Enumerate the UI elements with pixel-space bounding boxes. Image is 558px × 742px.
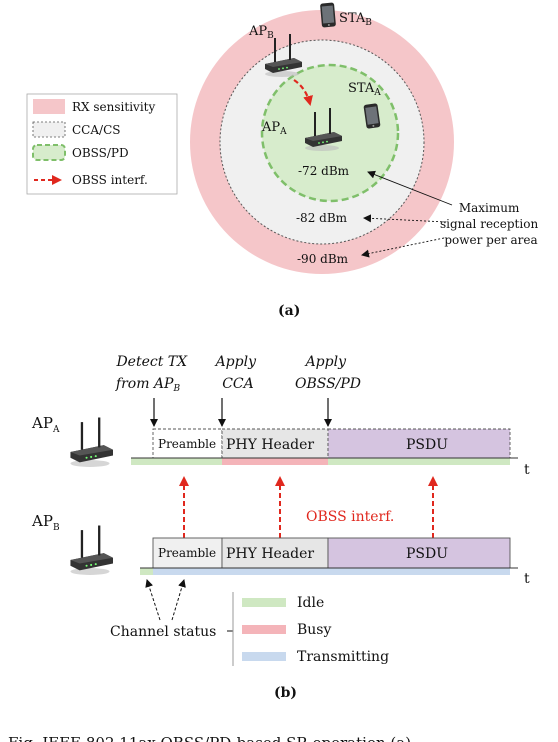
ap-b-psdu — [327, 537, 511, 569]
channel-status-label: Channel status — [110, 624, 216, 640]
event-detect-tx: Detect TX from APB — [115, 354, 192, 394]
legend: RX sensitivity CCA/CS OBSS/PD OBSS inter… — [26, 93, 178, 195]
note-pointer-middle — [363, 214, 447, 223]
level-middle: -82 dBm — [296, 211, 348, 225]
event-apply-obss-pd: Apply OBSS/PD — [295, 354, 361, 392]
legend-rx-swatch — [33, 99, 65, 114]
ap-b-phy-header-label: PHY Header — [226, 546, 314, 562]
caption-b: (b) — [274, 685, 297, 701]
obss-interference-arrow — [293, 79, 313, 106]
ap-a-preamble-label: Preamble — [158, 437, 216, 451]
sta-a-label: STAA — [348, 81, 381, 98]
ap-b-psdu-label: PSDU — [406, 546, 448, 562]
ap-b-timeline-label: APB — [31, 512, 60, 533]
ap-a-status-busy — [222, 458, 328, 465]
level-outer: -90 dBm — [297, 252, 349, 266]
ap-a-timeline-label: APA — [31, 414, 60, 435]
status-busy-label: Busy — [297, 622, 331, 638]
status-idle-label: Idle — [297, 595, 324, 611]
ap-b-status-transmitting — [153, 568, 510, 575]
caption-a: (a) — [278, 303, 300, 319]
figure-caption-fragment: Fig. IEEE 802.11ax OBSS/PD-based SR oper… — [8, 734, 411, 742]
sta-b-label: STAB — [339, 11, 372, 28]
obss-interference-label: OBSS interf. — [306, 509, 394, 525]
sta-b-phone-icon — [319, 2, 337, 28]
ap-a-status-idle-2 — [328, 458, 510, 465]
status-idle-swatch — [242, 598, 286, 607]
panel-b: Detect TX from APB Apply CCA Apply OBSS/… — [31, 354, 530, 701]
ap-a-time-label: t — [524, 462, 530, 478]
reception-power-note: Maximum signal reception power per area — [440, 201, 542, 247]
ap-b-preamble — [152, 537, 223, 569]
status-transmitting-label: Transmitting — [297, 649, 389, 665]
ap-b-label: APB — [248, 24, 274, 41]
legend-obss-swatch — [32, 144, 66, 161]
ap-a-phy-header — [221, 428, 329, 459]
event-apply-cca: Apply CCA — [214, 354, 261, 392]
ap-a-timeline-router-icon — [70, 417, 113, 467]
channel-status-arrow-1 — [145, 579, 161, 621]
legend-cca-label: CCA/CS — [72, 123, 120, 137]
ap-a-status-idle-1 — [131, 458, 222, 465]
ap-a-psdu-label: PSDU — [406, 437, 448, 453]
ap-a-label: APA — [261, 120, 287, 137]
legend-obss-label: OBSS/PD — [72, 146, 129, 160]
ap-b-time-label: t — [524, 571, 530, 587]
ap-b-preamble-label: Preamble — [158, 546, 216, 560]
legend-rx-label: RX sensitivity — [72, 100, 155, 114]
legend-interference-label: OBSS interf. — [72, 173, 148, 187]
ap-a-preamble — [152, 428, 223, 459]
status-transmitting-swatch — [242, 652, 286, 661]
ap-a-psdu — [327, 428, 511, 459]
note-pointer-inner — [367, 170, 453, 206]
level-inner: -72 dBm — [298, 164, 350, 178]
ap-a-phy-header-label: PHY Header — [226, 437, 314, 453]
channel-status-arrow-2 — [171, 579, 186, 621]
panel-a: APB STAB STAA APA -72 dBm -82 dBm -90 dB… — [26, 2, 542, 319]
legend-cca-swatch — [32, 121, 66, 138]
note-pointer-outer — [361, 237, 445, 258]
ap-b-timeline-router-icon — [70, 525, 113, 575]
status-busy-swatch — [242, 625, 286, 634]
ap-b-status-idle — [140, 568, 153, 575]
